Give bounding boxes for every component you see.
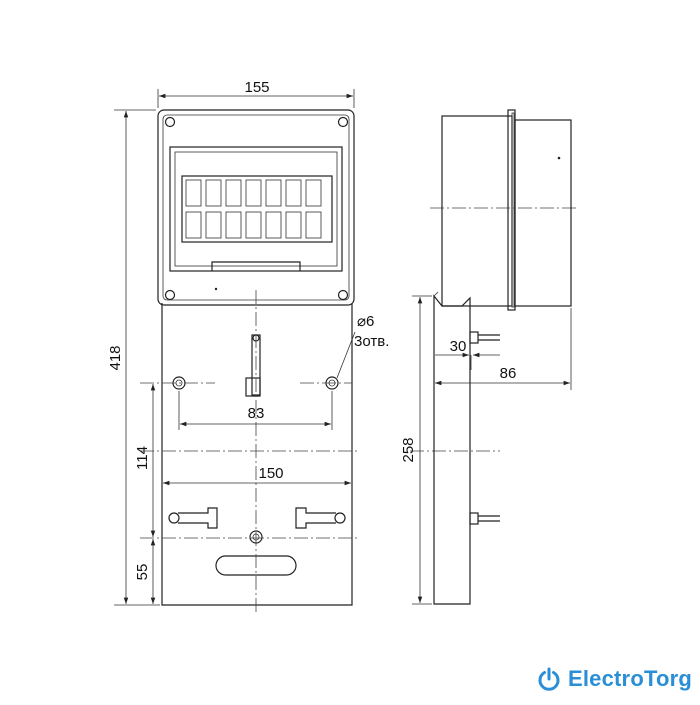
- dim-side-depth: 86: [435, 308, 572, 390]
- side-height-label: 258: [400, 437, 417, 462]
- dim-side-offset: 30: [435, 338, 500, 370]
- enclosure-body: [157, 109, 355, 306]
- dim-side-height: 258: [400, 295, 432, 605]
- side-lower-pin: [469, 512, 500, 525]
- dim-total-height: 418: [107, 109, 160, 606]
- side-enclosure: [441, 115, 513, 307]
- enclosure-rim: [162, 114, 350, 301]
- brand-logo: ElectroTorg: [536, 666, 692, 692]
- label-dot: [214, 287, 218, 291]
- side-upper-pin: [469, 331, 500, 344]
- power-icon: [538, 667, 560, 691]
- top-mounting-slot: [245, 334, 261, 397]
- total-height-label: 418: [107, 345, 124, 370]
- hole-diameter-label: ⌀6: [357, 313, 374, 330]
- brand-name: ElectroTorg: [567, 666, 692, 691]
- hole-spacing-label: 83: [248, 405, 265, 422]
- dim-front-width: 155: [157, 79, 355, 108]
- dim-upper-mount: 114: [134, 384, 156, 537]
- breaker-modules: [185, 179, 322, 239]
- side-front-cover: [514, 119, 572, 307]
- lower-hooks: [168, 507, 346, 529]
- breaker-window: [181, 175, 333, 243]
- window-frame: [169, 146, 343, 272]
- hole-count-label: 3отв.: [354, 333, 389, 350]
- front-view: [157, 109, 355, 606]
- lower-mount-label: 55: [134, 564, 151, 581]
- side-depth-label: 86: [500, 365, 517, 382]
- dim-lower-mount: 55: [134, 539, 156, 604]
- side-offset-label: 30: [450, 338, 467, 355]
- mounting-plate: [161, 303, 353, 606]
- corner-screws: [164, 116, 349, 301]
- dim-plate-width: 150: [163, 465, 351, 486]
- side-view: [433, 109, 572, 605]
- side-mounting-plate: [433, 294, 471, 605]
- plate-width-label: 150: [258, 465, 283, 482]
- window-tab: [211, 261, 301, 271]
- upper-mount-label: 114: [134, 446, 151, 470]
- window-inner-frame: [174, 151, 338, 267]
- dim-hole-spacing: 83: [178, 391, 333, 430]
- mounting-holes: [172, 376, 339, 544]
- centerlines: [140, 207, 576, 612]
- dim-hole-diameter: ⌀6 3отв.: [336, 313, 389, 379]
- front-width-label: 155: [244, 79, 269, 96]
